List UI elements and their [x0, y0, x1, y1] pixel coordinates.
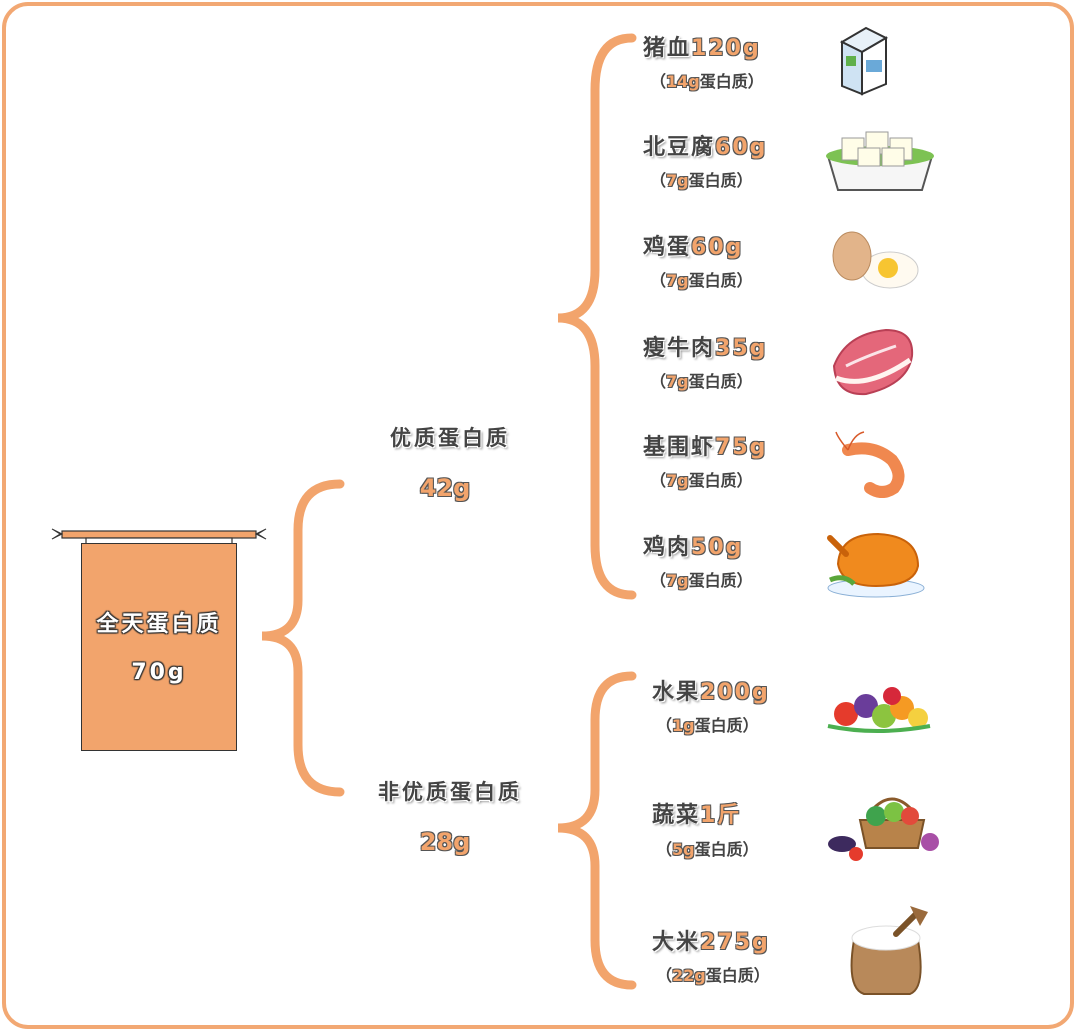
food-protein: （22g蛋白质） — [656, 966, 770, 985]
food-name: 北豆腐60g — [643, 135, 768, 160]
food-name: 基围虾75g — [643, 435, 768, 460]
egg-icon — [832, 231, 919, 289]
quality-brace — [557, 33, 637, 600]
food-protein: （5g蛋白质） — [656, 840, 759, 859]
quality-label: 优质蛋白质 — [390, 426, 510, 450]
nonquality-label: 非优质蛋白质 — [378, 780, 522, 804]
main-brace — [261, 479, 345, 797]
rice-sack-icon — [850, 906, 928, 995]
food-name: 水果200g — [652, 680, 770, 705]
shrimp-icon — [835, 431, 905, 498]
tofu-icon — [826, 131, 934, 191]
total-label: 全天蛋白质 — [96, 612, 222, 637]
food-protein: （7g蛋白质） — [650, 571, 753, 590]
nonquality-brace — [557, 671, 637, 990]
beef-steak-icon — [832, 328, 914, 396]
vegetable-basket-icon — [828, 797, 939, 861]
food-name: 蔬菜1斤 — [652, 803, 742, 828]
food-protein: （7g蛋白质） — [650, 372, 753, 391]
food-protein: （14g蛋白质） — [650, 72, 764, 91]
food-name: 猪血120g — [643, 36, 761, 61]
quality-value: 42g — [419, 474, 471, 502]
food-name: 鸡肉50g — [643, 535, 744, 560]
food-protein: （7g蛋白质） — [650, 171, 753, 190]
total-scroll — [81, 543, 237, 751]
milk-carton-icon — [839, 26, 889, 96]
fruit-pile-icon — [827, 687, 931, 733]
food-name: 瘦牛肉35g — [643, 336, 768, 361]
roast-chicken-icon — [827, 532, 925, 598]
food-name: 大米275g — [652, 930, 770, 955]
nonquality-value: 28g — [419, 828, 471, 856]
food-name: 鸡蛋60g — [643, 235, 744, 260]
food-protein: （7g蛋白质） — [650, 271, 753, 290]
total-value: 70g — [131, 660, 187, 685]
food-protein: （7g蛋白质） — [650, 471, 753, 490]
food-protein: （1g蛋白质） — [656, 716, 759, 735]
